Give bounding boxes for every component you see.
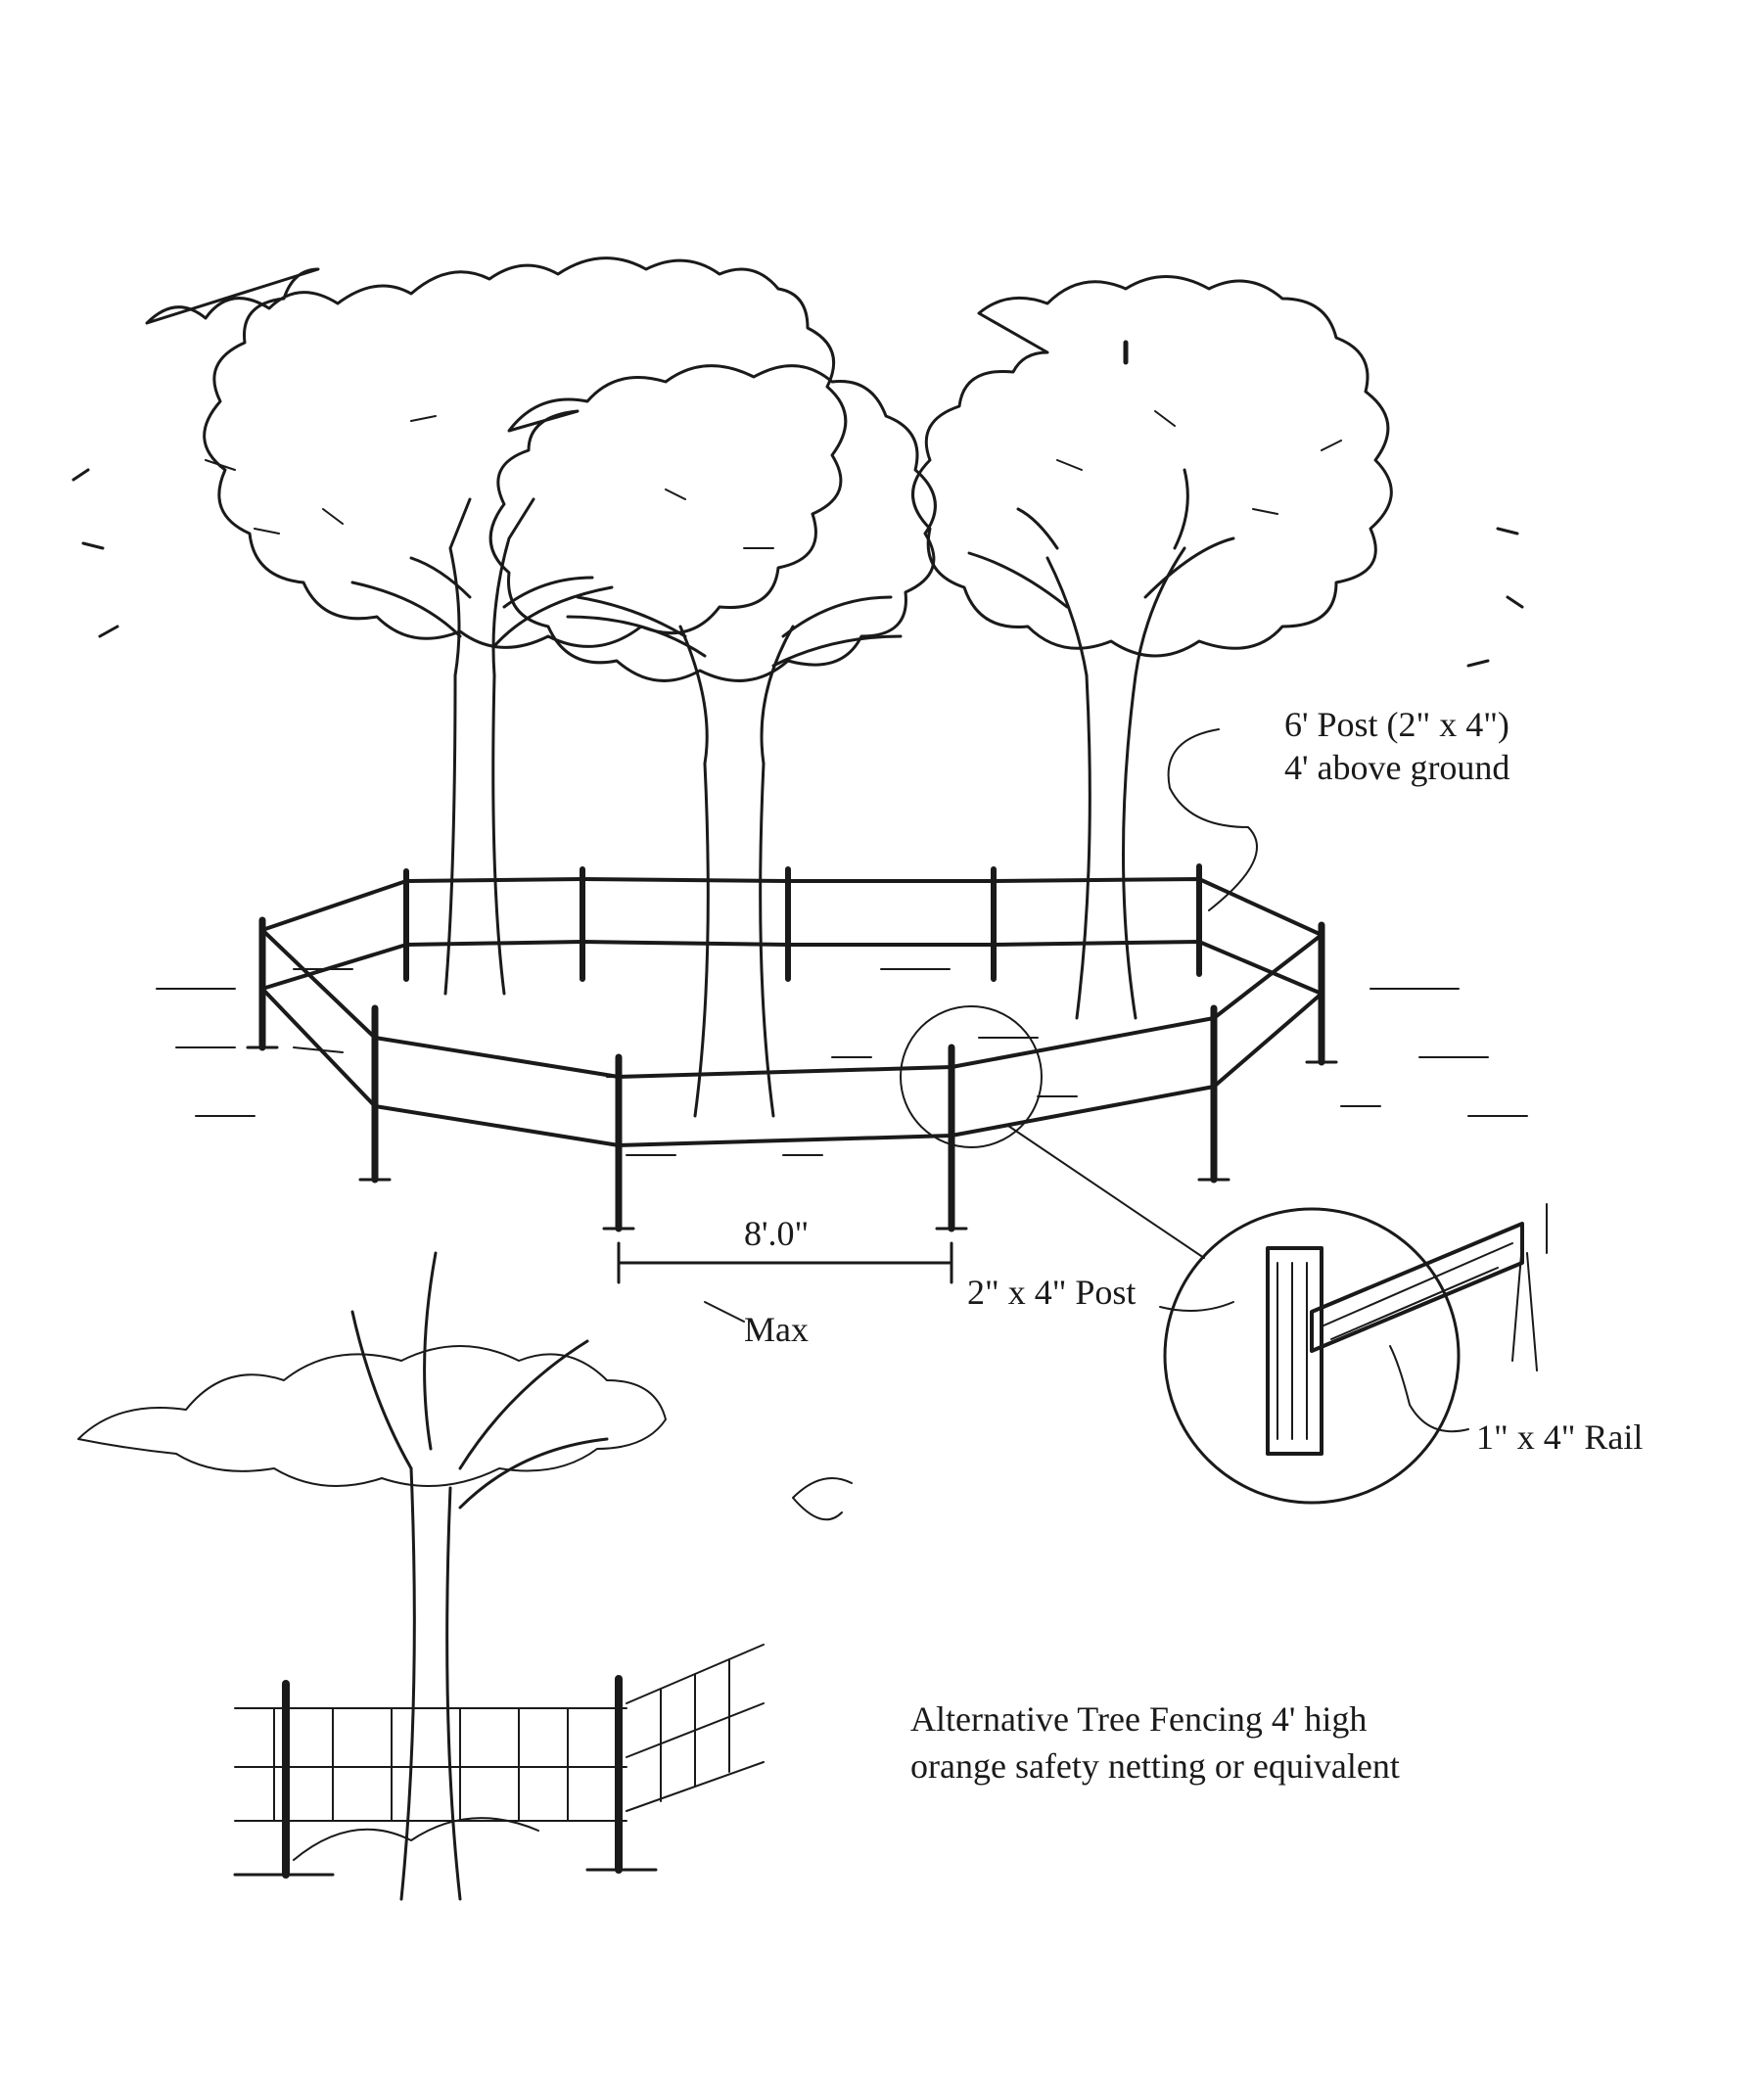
rail-1x4-label: 1" x 4" Rail xyxy=(1476,1417,1644,1457)
tree-canopies xyxy=(71,256,1524,682)
post-fence xyxy=(246,863,1338,1232)
tree-trunks xyxy=(350,468,1235,1118)
post-6ft-label: 6' Post (2" x 4") xyxy=(1284,705,1509,744)
netting-fence xyxy=(233,1644,765,1879)
alternative-fencing-label: Alternative Tree Fencing 4' high xyxy=(910,1699,1368,1739)
post-rail-detail xyxy=(1163,1203,1548,1505)
safety-netting-label: orange safety netting or equivalent xyxy=(910,1746,1400,1786)
post-above-ground-label: 4' above ground xyxy=(1284,748,1510,787)
spacing-label: 8'.0" xyxy=(744,1214,810,1253)
callout-leaders xyxy=(792,728,1469,1521)
max-label: Max xyxy=(744,1310,809,1349)
lower-tree xyxy=(77,1251,667,1901)
spacing-dimension xyxy=(617,1241,953,1323)
post-2x4-label: 2" x 4" Post xyxy=(967,1273,1137,1312)
